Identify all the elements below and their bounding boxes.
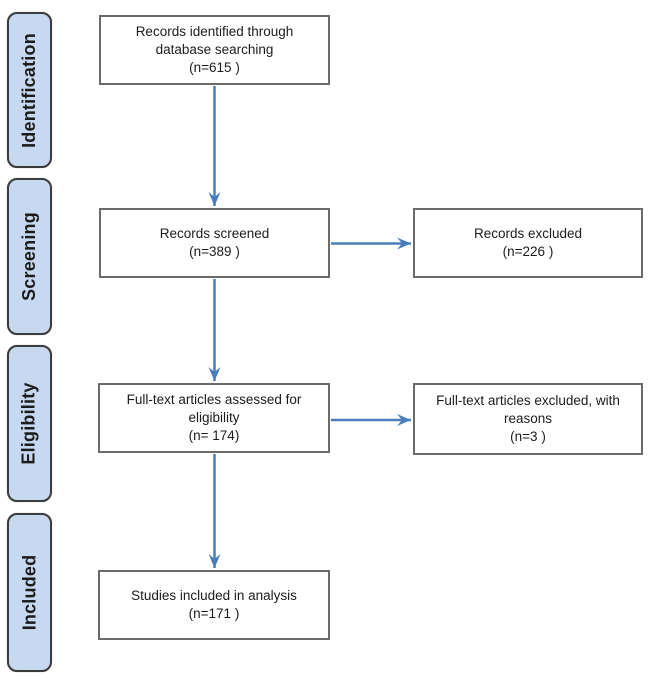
- node-fulltext-excluded: Full-text articles excluded, with reason…: [413, 383, 643, 455]
- node-fulltext-assessed-count: (n= 174): [188, 427, 240, 443]
- node-records-screened: Records screened (n=389 ): [99, 208, 330, 278]
- stage-label-identification: Identification: [19, 32, 39, 148]
- node-records-identified-text: Records identified through database sear…: [135, 24, 294, 58]
- node-fulltext-assessed: Full-text articles assessed for eligibil…: [98, 383, 330, 453]
- node-records-screened-text: Records screened: [159, 226, 270, 242]
- stage-label-screening: Screening: [19, 212, 39, 301]
- node-fulltext-excluded-count: (n=3 ): [510, 428, 546, 444]
- node-fulltext-excluded-text: Full-text articles excluded, with reason…: [436, 393, 620, 427]
- stage-label-eligibility: Eligibility: [19, 382, 39, 465]
- stage-label-included: Included: [19, 554, 40, 631]
- node-records-excluded-count: (n=226 ): [502, 244, 554, 259]
- node-records-screened-count: (n=389 ): [189, 244, 240, 259]
- node-studies-included-text: Studies included in analysis: [131, 588, 297, 604]
- stage-identification: Identification: [7, 12, 52, 168]
- node-fulltext-assessed-text: Full-text articles assessed for eligibil…: [126, 392, 302, 426]
- stage-eligibility: Eligibility: [7, 345, 52, 502]
- node-studies-included-count: (n=171 ): [188, 606, 240, 621]
- node-records-excluded: Records excluded (n=226 ): [413, 208, 643, 278]
- stage-included: Included: [7, 513, 52, 672]
- node-records-identified: Records identified through database sear…: [99, 15, 330, 85]
- node-studies-included: Studies included in analysis (n=171 ): [98, 570, 330, 640]
- stage-screening: Screening: [7, 178, 52, 335]
- node-records-identified-count: (n=615 ): [189, 59, 240, 75]
- node-records-excluded-text: Records excluded: [473, 226, 583, 242]
